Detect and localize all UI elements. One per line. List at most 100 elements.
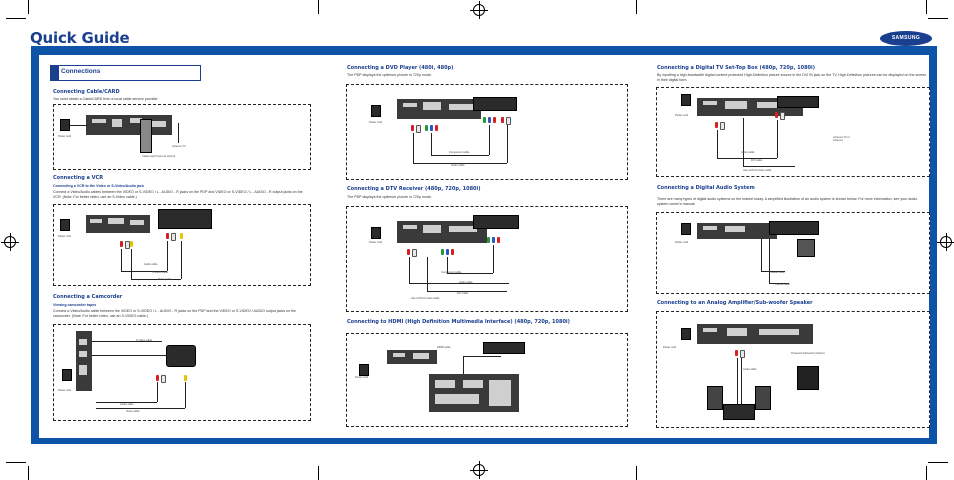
label: Audio cable — [120, 403, 134, 406]
label: Component cable — [441, 271, 462, 274]
registration-mark — [470, 1, 488, 19]
label: Power cord — [355, 376, 369, 379]
power-plug-icon — [681, 94, 691, 106]
fold-mark — [318, 466, 319, 480]
left-speaker-icon — [707, 386, 723, 410]
power-plug-icon — [681, 223, 691, 235]
amplifier-heading: Connecting to an Analog Amplifier/Sub-wo… — [657, 300, 813, 306]
camcorder-icon — [166, 345, 196, 367]
crop-mark — [928, 462, 948, 463]
label: Power cord — [675, 114, 689, 117]
label: Audio cable — [451, 164, 465, 167]
tv-connector-panel — [429, 374, 519, 412]
vcr-subheading: Connecting a VCR to the Video or S-Video… — [53, 184, 144, 188]
label: Audio cable — [741, 151, 755, 154]
vcr-device — [158, 209, 212, 229]
crop-mark — [28, 0, 29, 14]
crop-mark — [6, 18, 26, 19]
stb-diagram: Power cord Audio cable DVI cable Use a D… — [656, 87, 930, 177]
label: Audio cable — [743, 368, 757, 371]
label: Antenna TV — [172, 145, 186, 148]
crop-mark — [926, 0, 927, 14]
label: Power cord — [58, 389, 72, 392]
speaker-icon — [797, 239, 815, 257]
power-plug-icon — [371, 227, 381, 239]
dvd-text: The PDP displays the optimum picture in … — [347, 73, 432, 77]
label: Component cable — [449, 151, 470, 154]
right-speaker-icon — [755, 386, 771, 410]
label: Video cable — [158, 278, 172, 281]
stb-text: By inputting a high-bandwidth digital co… — [657, 73, 927, 82]
stb-heading: Connecting a Digital TV Set-Top Box (480… — [657, 65, 816, 71]
label: Power cord — [663, 346, 677, 349]
hdmi-diagram: HDMI cable Power cord — [346, 333, 628, 427]
label: Use a DVI-D video cable — [743, 169, 772, 172]
audio-system — [769, 221, 819, 235]
registration-mark — [470, 461, 488, 479]
tv-rear-panel — [86, 215, 150, 233]
dvd-player — [473, 97, 517, 111]
label: S-Video cable — [136, 339, 153, 342]
label: Audio cable — [144, 263, 158, 266]
label: Power cord — [369, 121, 383, 124]
crop-mark — [926, 466, 927, 480]
vcr-heading: Connecting a VCR — [53, 175, 104, 181]
label: Use a DVI-D video cable — [411, 297, 440, 300]
tv-rear-panel — [397, 99, 481, 119]
label: Audio cable — [459, 281, 473, 284]
label: Power cord — [675, 241, 689, 244]
camcorder-text: Connect a Video/Audio cable between the … — [53, 309, 297, 318]
cablecard-heading: Connecting Cable/CARD — [53, 89, 120, 95]
label: S-Video cable — [152, 271, 169, 274]
label: Cable-card (Insert as shown) — [142, 155, 176, 158]
label: DVI cable — [751, 159, 763, 162]
fold-mark — [636, 466, 637, 480]
power-plug-icon — [60, 119, 70, 131]
label: Power cord — [58, 235, 72, 238]
vcr-diagram: Power cord Audio cable S-Video cable Vid… — [53, 204, 311, 286]
registration-mark — [1, 233, 19, 251]
page-title: Quick Guide — [30, 29, 130, 47]
cablecard-diagram: Power cord Cable-card (Insert as shown) … — [53, 104, 311, 170]
label: HDMI cable — [437, 346, 451, 349]
dtv-heading: Connecting a DTV Receiver (480p, 720p, 1… — [347, 186, 481, 192]
label: Optical cable — [775, 283, 790, 286]
tv-rear-panel — [697, 223, 777, 239]
amplifier-diagram: Power cord Powered Subwoofer (Option) Au… — [656, 311, 930, 428]
power-plug-icon — [60, 219, 70, 231]
hdmi-heading: Connecting to HDMI (High Definition Mult… — [347, 319, 570, 325]
tv-rear-panel — [697, 324, 813, 344]
label: Power cord — [369, 241, 383, 244]
camcorder-subheading: Viewing camcorder tapes — [53, 303, 97, 307]
label: DVI cable — [457, 292, 469, 295]
digital-audio-heading: Connecting a Digital Audio System — [657, 185, 755, 191]
tv-rear-panel — [697, 98, 803, 116]
power-plug-icon — [681, 328, 691, 340]
section-header: Connections — [50, 65, 201, 81]
cablecard-icon — [140, 119, 152, 153]
power-plug-icon — [62, 369, 72, 381]
cablecard-text: You must obtain a CableCARD from a local… — [53, 97, 159, 101]
fold-mark — [318, 0, 319, 14]
crop-mark — [28, 466, 29, 480]
tv-rear-panel — [397, 221, 487, 243]
camcorder-heading: Connecting a Camcorder — [53, 294, 123, 300]
digital-audio-text: There are many types of digital audio sy… — [657, 197, 918, 206]
label: Video cable — [126, 410, 140, 413]
dvd-heading: Connecting a DVD Player (480i, 480p) — [347, 65, 454, 71]
label: Antenna TV or Antenna — [833, 136, 850, 142]
tv-rear-panel — [387, 350, 437, 364]
crop-mark — [6, 462, 26, 463]
section-marker — [51, 66, 59, 80]
amplifier-device — [723, 404, 755, 420]
dvd-diagram: Power cord Component cable Audio cable — [346, 84, 628, 180]
crop-mark — [928, 18, 948, 19]
tv-side-panel — [76, 331, 92, 391]
label: Power cord — [58, 135, 72, 138]
fold-mark — [636, 0, 637, 14]
digital-audio-diagram: Power cord Coaxial cable Optical cable — [656, 212, 930, 294]
dtv-diagram: Power cord Component cable Audio cable D… — [346, 206, 628, 312]
camcorder-diagram: S-Video cable Power cord Audio cable Vid… — [53, 324, 311, 421]
power-plug-icon — [371, 105, 381, 117]
dtv-text: The PDP displays the optimum picture in … — [347, 195, 432, 199]
